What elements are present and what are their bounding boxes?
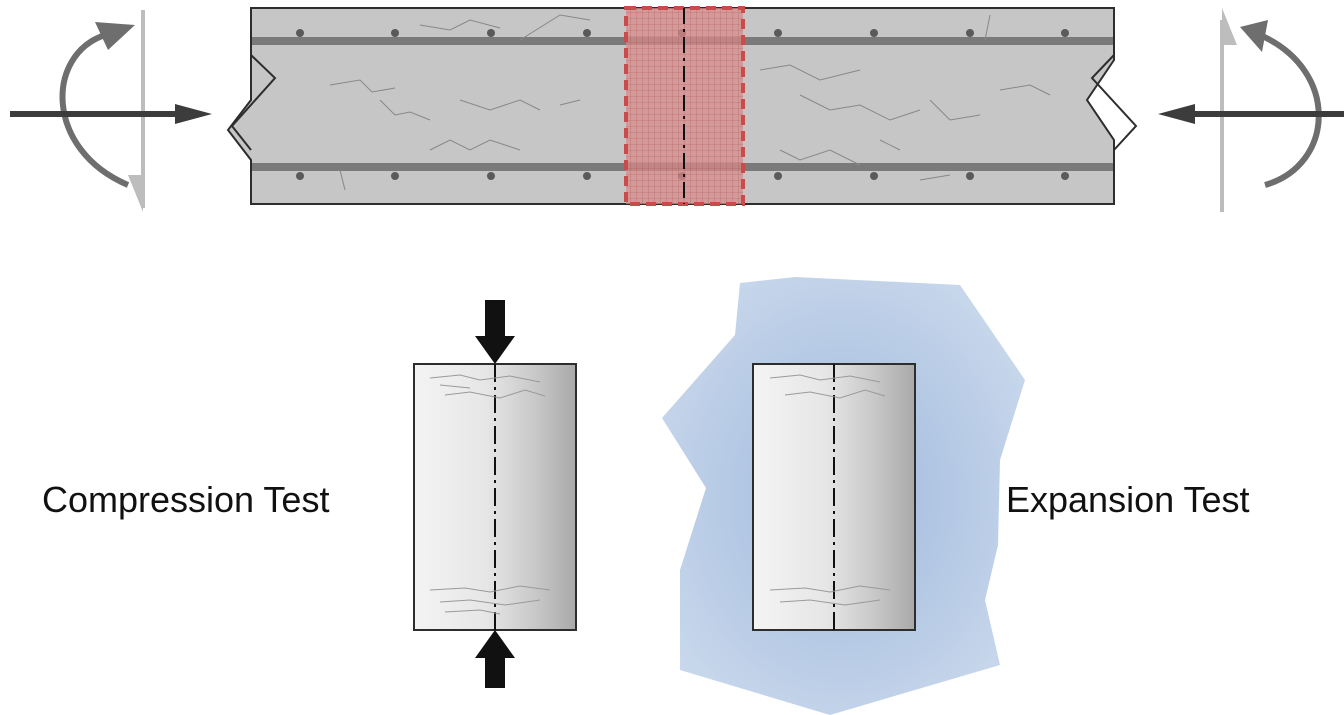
beam-right-notch (1090, 54, 1138, 151)
top-load-arrow-icon (475, 300, 515, 364)
right-moment-arrow-icon (1258, 32, 1322, 188)
expansion-test-specimen (662, 277, 1025, 715)
beam-left-notch (230, 54, 277, 151)
compression-cracks (429, 374, 551, 615)
expansion-cracks (769, 374, 891, 606)
concrete-beam (226, 6, 1138, 206)
beam-cracks (329, 14, 1051, 191)
bottom-load-arrow-icon (475, 630, 515, 688)
compression-test-label: Compression Test (42, 479, 330, 520)
right-loads-icon (1158, 8, 1344, 212)
left-loads-icon (10, 10, 212, 212)
expansion-test-label: Expansion Test (1006, 479, 1250, 520)
left-moment-arrow-icon (59, 32, 130, 188)
compression-test-specimen (413, 300, 577, 688)
